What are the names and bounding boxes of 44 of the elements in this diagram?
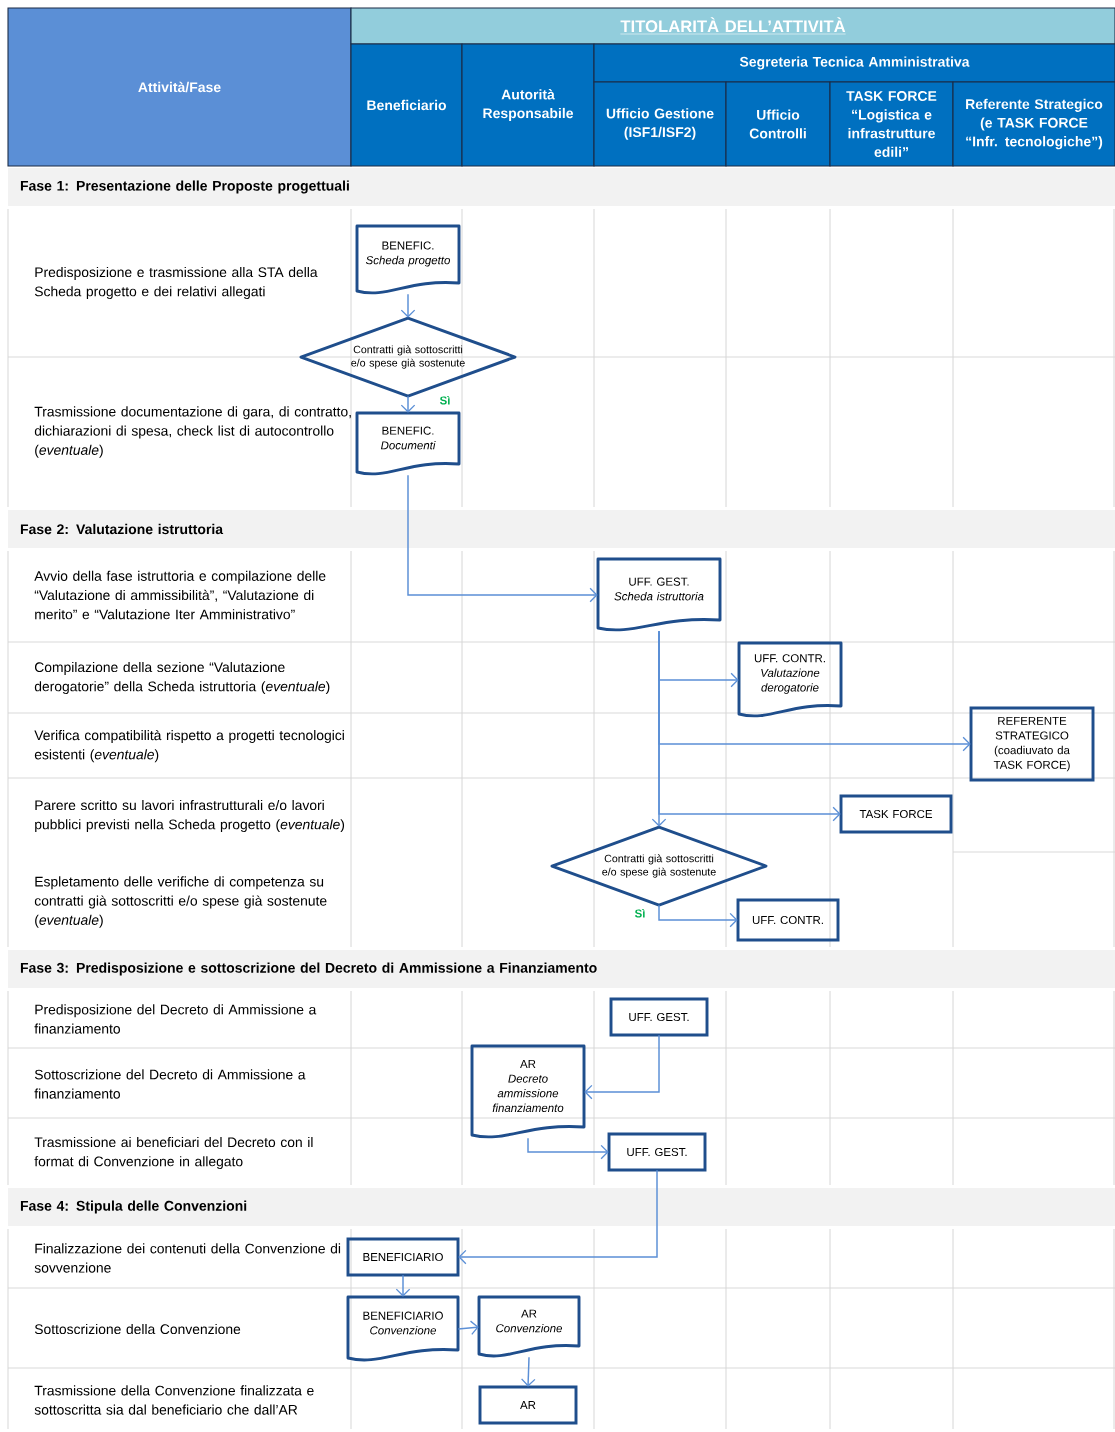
arrow — [458, 1169, 658, 1265]
process-box: AR — [478, 1385, 578, 1425]
phase-band: Fase 3: Predisposizione e sottoscrizione del Decreto di Ammissione a Finanziamento — [8, 950, 1115, 988]
arrow — [457, 1320, 479, 1336]
process-box: TASK FORCE — [839, 794, 953, 834]
activity-text: Trasmissione ai beneficiari del Decreto con il format di Convenzione in allegato — [34, 1136, 313, 1170]
activity-text: Trasmissione documentazione di gara, di contratto, dichiarazioni di spesa, check list di autocontrollo (eventuale) — [34, 406, 351, 458]
activity-text: Avvio della fase istruttoria e compilazione delle “Valutazione di ammissibilità”, “Valutazione di merito” e “Valutazione Iter Amministrativo” — [34, 570, 326, 620]
header-cell: Ufficio Gestione (ISF1/ISF2) — [593, 81, 727, 167]
activity-text: Sottoscrizione del Decreto di Ammissione a finanziamento — [34, 1069, 306, 1099]
process-box: REFERENTE STRATEGICO (coadiuvato da TASK FORCE) — [969, 706, 1095, 782]
arrow — [527, 1137, 609, 1160]
arrow — [651, 630, 667, 827]
activity-text: Predisposizione del Decreto di Ammissione a finanziamento — [34, 1004, 317, 1034]
edge-label: Sì — [633, 907, 647, 919]
header-cell: TITOLARITÀ DELL’ATTIVITÀ — [350, 7, 1115, 45]
activity-text: Verifica compatibilità rispetto a progetti tecnologici esistenti (eventuale) — [34, 729, 344, 763]
process-box: UFF. CONTR. — [736, 898, 840, 942]
activity-text: Sottoscrizione della Convenzione — [34, 1323, 241, 1335]
phase-band: Fase 2: Valutazione istruttoria — [8, 510, 1115, 548]
activity-text: Trasmissione della Convenzione finalizzata e sottoscritta sia dal beneficiario che dall’AR — [34, 1385, 314, 1415]
phase-band: Fase 1: Presentazione delle Proposte progettuali — [8, 168, 1115, 206]
header-cell: TASK FORCE “Logistica e infrastrutture edili” — [829, 81, 954, 167]
phase-band: Fase 4: Stipula delle Convenzioni — [8, 1188, 1115, 1226]
activity-text: Predisposizione e trasmissione alla STA della Scheda progetto e dei relativi allegati — [34, 266, 318, 300]
header-cell: Referente Strategico (e TASK FORCE “Infr. tecnologiche”) — [952, 81, 1115, 167]
activity-text: Compilazione della sezione “Valutazione derogatorie” della Scheda istruttoria (eventuale) — [34, 661, 330, 695]
arrow — [395, 1274, 411, 1297]
arrow — [400, 395, 416, 413]
process-box: UFF. GEST. — [609, 997, 709, 1037]
arrow — [584, 1034, 660, 1100]
arrow — [400, 293, 416, 318]
activity-text: Espletamento delle verifiche di competenza su contratti già sottoscritti e/o spese già sostenute (eventuale) — [34, 876, 327, 928]
header-cell: Ufficio Controlli — [725, 81, 831, 167]
process-box: BENEFICIARIO — [346, 1237, 460, 1277]
activity-text: Finalizzazione dei contenuti della Convenzione di sovvenzione — [34, 1243, 341, 1273]
process-box: UFF. GEST. — [607, 1132, 707, 1172]
arrow — [520, 1356, 536, 1387]
header-cell: Autorità Responsabile — [461, 43, 595, 167]
header-cell: Attività/Fase — [7, 7, 352, 167]
activity-text: Parere scritto su lavori infrastrutturali e/o lavori pubblici previsti nella Scheda progetto (eventuale) — [35, 799, 345, 833]
header-cell: Beneficiario — [350, 43, 463, 167]
arrow — [658, 904, 738, 928]
arrow — [407, 474, 598, 603]
